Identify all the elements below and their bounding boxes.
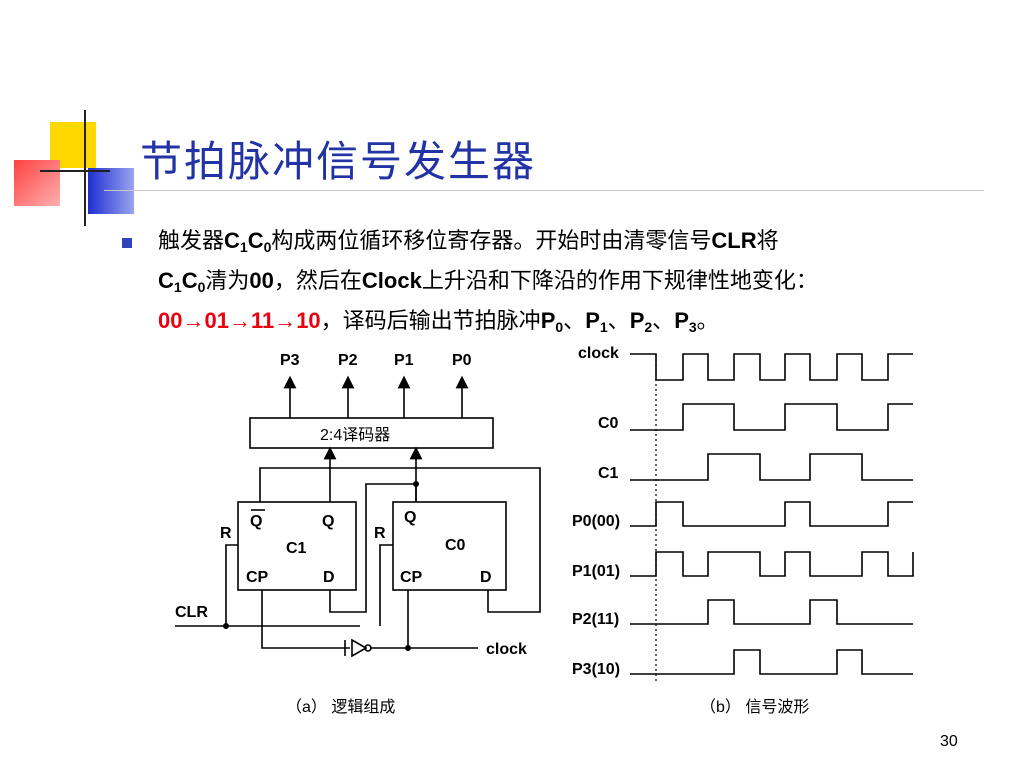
ff1-d: D: [323, 569, 335, 586]
c1-sub: 1: [239, 239, 248, 255]
signal-label-clock: clock: [578, 345, 619, 362]
inverter-triangle: [351, 638, 368, 658]
p-sub: 1: [599, 319, 608, 335]
caption-b: （b） 信号波形: [700, 698, 809, 716]
flipflop-c1: [237, 501, 357, 591]
clr-label: CLR: [175, 604, 208, 621]
c0-sub: 0: [197, 279, 206, 295]
p-sub: 0: [555, 319, 564, 335]
output-label-p2: P2: [338, 352, 358, 369]
zero-text: 00: [249, 268, 274, 293]
c1-sub: 1: [173, 279, 182, 295]
caption-a: （a） 逻辑组成: [286, 698, 395, 716]
signal-label-p2: P2(11): [572, 611, 619, 628]
ff0-cp: CP: [400, 569, 423, 586]
output-label-p3: P3: [280, 352, 300, 369]
output-label-p1: P1: [394, 352, 414, 369]
page-number: 30: [940, 733, 958, 750]
junction-dot: [413, 481, 419, 487]
c1-label: C: [224, 228, 240, 253]
ff1-name: C1: [286, 540, 307, 557]
deco-red-square: [14, 160, 60, 206]
p-label: P: [585, 308, 600, 333]
deco-vertical-line: [84, 110, 86, 226]
p-sub: 2: [644, 319, 653, 335]
c0-label: C: [181, 268, 198, 293]
output-label-p0: P0: [452, 352, 472, 369]
ff1-qbar: Q: [250, 513, 262, 530]
clr-to-r1: [225, 544, 238, 626]
bullet-marker: [122, 238, 132, 248]
clr-to-r0: [379, 544, 393, 626]
separator: 、: [652, 309, 675, 334]
c1-waveform: [630, 453, 913, 481]
bullet-part: 清为: [205, 269, 250, 294]
ff1-cp: CP: [246, 569, 269, 586]
separator: 、: [563, 309, 586, 334]
signal-label-p3: P3(10): [572, 661, 620, 678]
clock-waveform: [630, 353, 913, 381]
junction-dot: [405, 645, 411, 651]
bullet-part: ，译码后输出节拍脉冲: [320, 309, 541, 334]
ff0-d: D: [480, 569, 492, 586]
inverter-bubble: [364, 644, 372, 652]
slide-title: 节拍脉冲信号发生器: [140, 137, 537, 186]
p0-waveform: [630, 501, 913, 527]
signal-label-p1: P1(01): [572, 563, 620, 580]
decoder-label: 2:4译码器: [320, 426, 390, 444]
decoder-box: [249, 417, 494, 449]
c0-sub: 0: [263, 239, 272, 255]
bullet-part: 将: [756, 229, 779, 254]
bullet-part: 触发器: [158, 229, 225, 254]
separator: 、: [607, 309, 630, 334]
c0-label: C: [247, 228, 264, 253]
junction-dot: [223, 623, 229, 629]
p-label: P: [540, 308, 556, 333]
clock-text: Clock: [361, 268, 422, 293]
title-divider: [104, 190, 984, 191]
flipflop-c0: [392, 501, 507, 591]
deco-horizontal-line: [40, 170, 110, 172]
clr-text: CLR: [711, 228, 757, 253]
c0-waveform: [630, 403, 913, 431]
c1-label: C: [158, 268, 174, 293]
deco-blue-square: [88, 168, 134, 214]
ff0-name: C0: [445, 537, 466, 554]
ff0-q: Q: [404, 509, 416, 526]
state-sequence: 00→01→11→10: [158, 308, 321, 333]
bullet-part: 构成两位循环移位寄存器。开始时由清零信号: [271, 229, 712, 254]
p2-waveform: [630, 599, 913, 625]
bullet-part: ，然后在: [273, 269, 362, 294]
ff0-r: R: [374, 525, 386, 542]
p-label: P: [674, 308, 689, 333]
p3-waveform: [630, 649, 913, 675]
p1-waveform: [630, 551, 914, 577]
sentence-end: 。: [696, 309, 719, 334]
ff1-r: R: [220, 525, 232, 542]
signal-label-c0: C0: [598, 415, 619, 432]
signal-label-c1: C1: [598, 465, 619, 482]
p-sub: 3: [688, 319, 697, 335]
bullet-part: 上升沿和下降沿的作用下规律性地变化：: [421, 269, 818, 294]
inverter-to-cp1: [261, 590, 350, 649]
feedback-wire: [259, 467, 541, 613]
clock-label: clock: [486, 641, 527, 658]
p-label: P: [629, 308, 645, 333]
signal-label-p0: P0(00): [572, 513, 620, 530]
ff1-q: Q: [322, 513, 334, 530]
